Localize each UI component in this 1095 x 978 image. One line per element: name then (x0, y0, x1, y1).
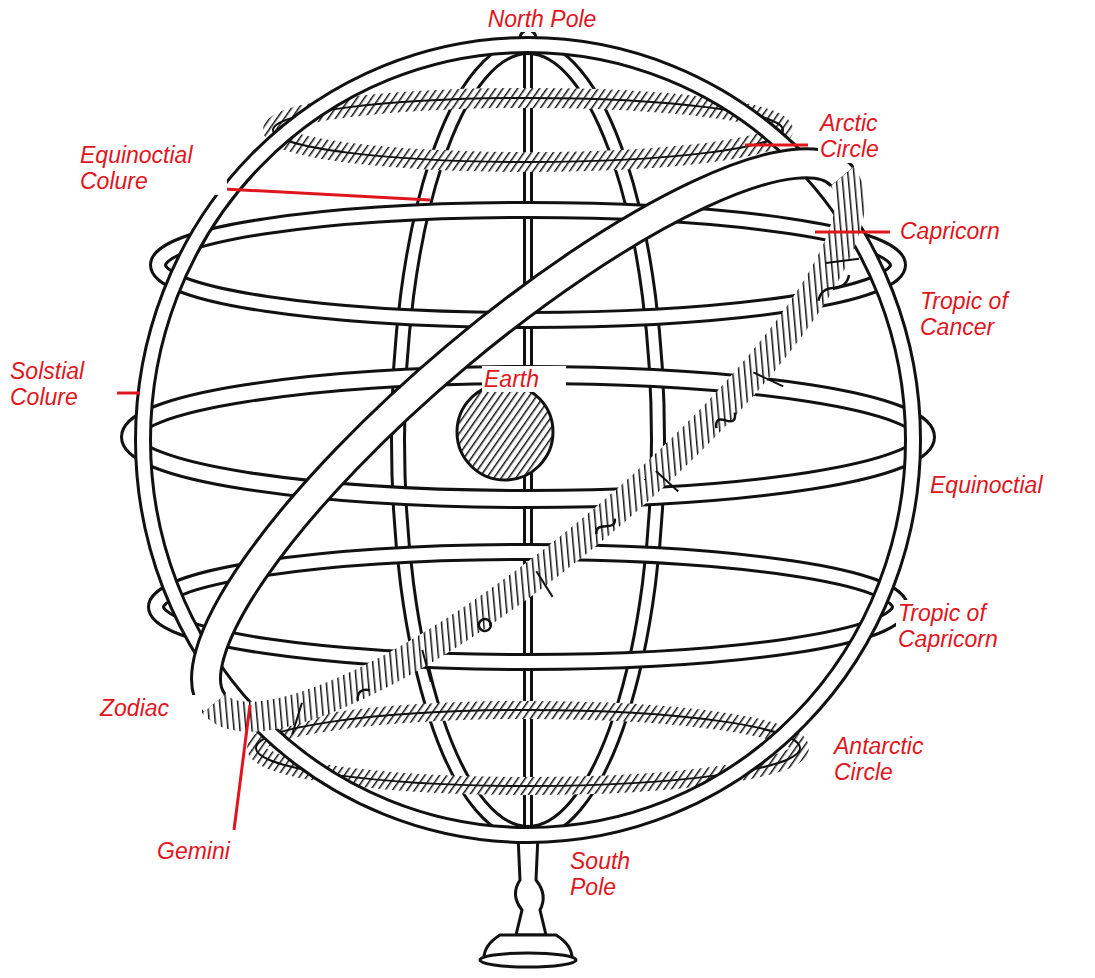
part-label: Tropic of Cancer (918, 288, 1057, 341)
stand (480, 835, 576, 967)
part-label: Tropic of Capricorn (896, 600, 1045, 653)
part-label: North Pole (470, 6, 614, 32)
leader-lines (116, 145, 890, 830)
part-label: Earth (482, 366, 566, 392)
parallel-circles (130, 98, 926, 786)
part-label: Equinoctial (928, 472, 1082, 498)
solstitial-colure-ring (143, 45, 913, 835)
part-label: Antarctic Circle (832, 733, 961, 786)
part-label: South Pole (568, 848, 657, 901)
part-label: Solstial Colure (8, 358, 117, 411)
part-label: Zodiac (98, 695, 202, 721)
part-label: Gemini (155, 838, 259, 864)
part-label: Arctic Circle (818, 110, 922, 163)
earth-globe (457, 384, 553, 480)
part-label: Capricorn (898, 218, 1062, 244)
part-label: Equinoctial Colure (78, 142, 227, 195)
zodiac-band (143, 92, 929, 808)
